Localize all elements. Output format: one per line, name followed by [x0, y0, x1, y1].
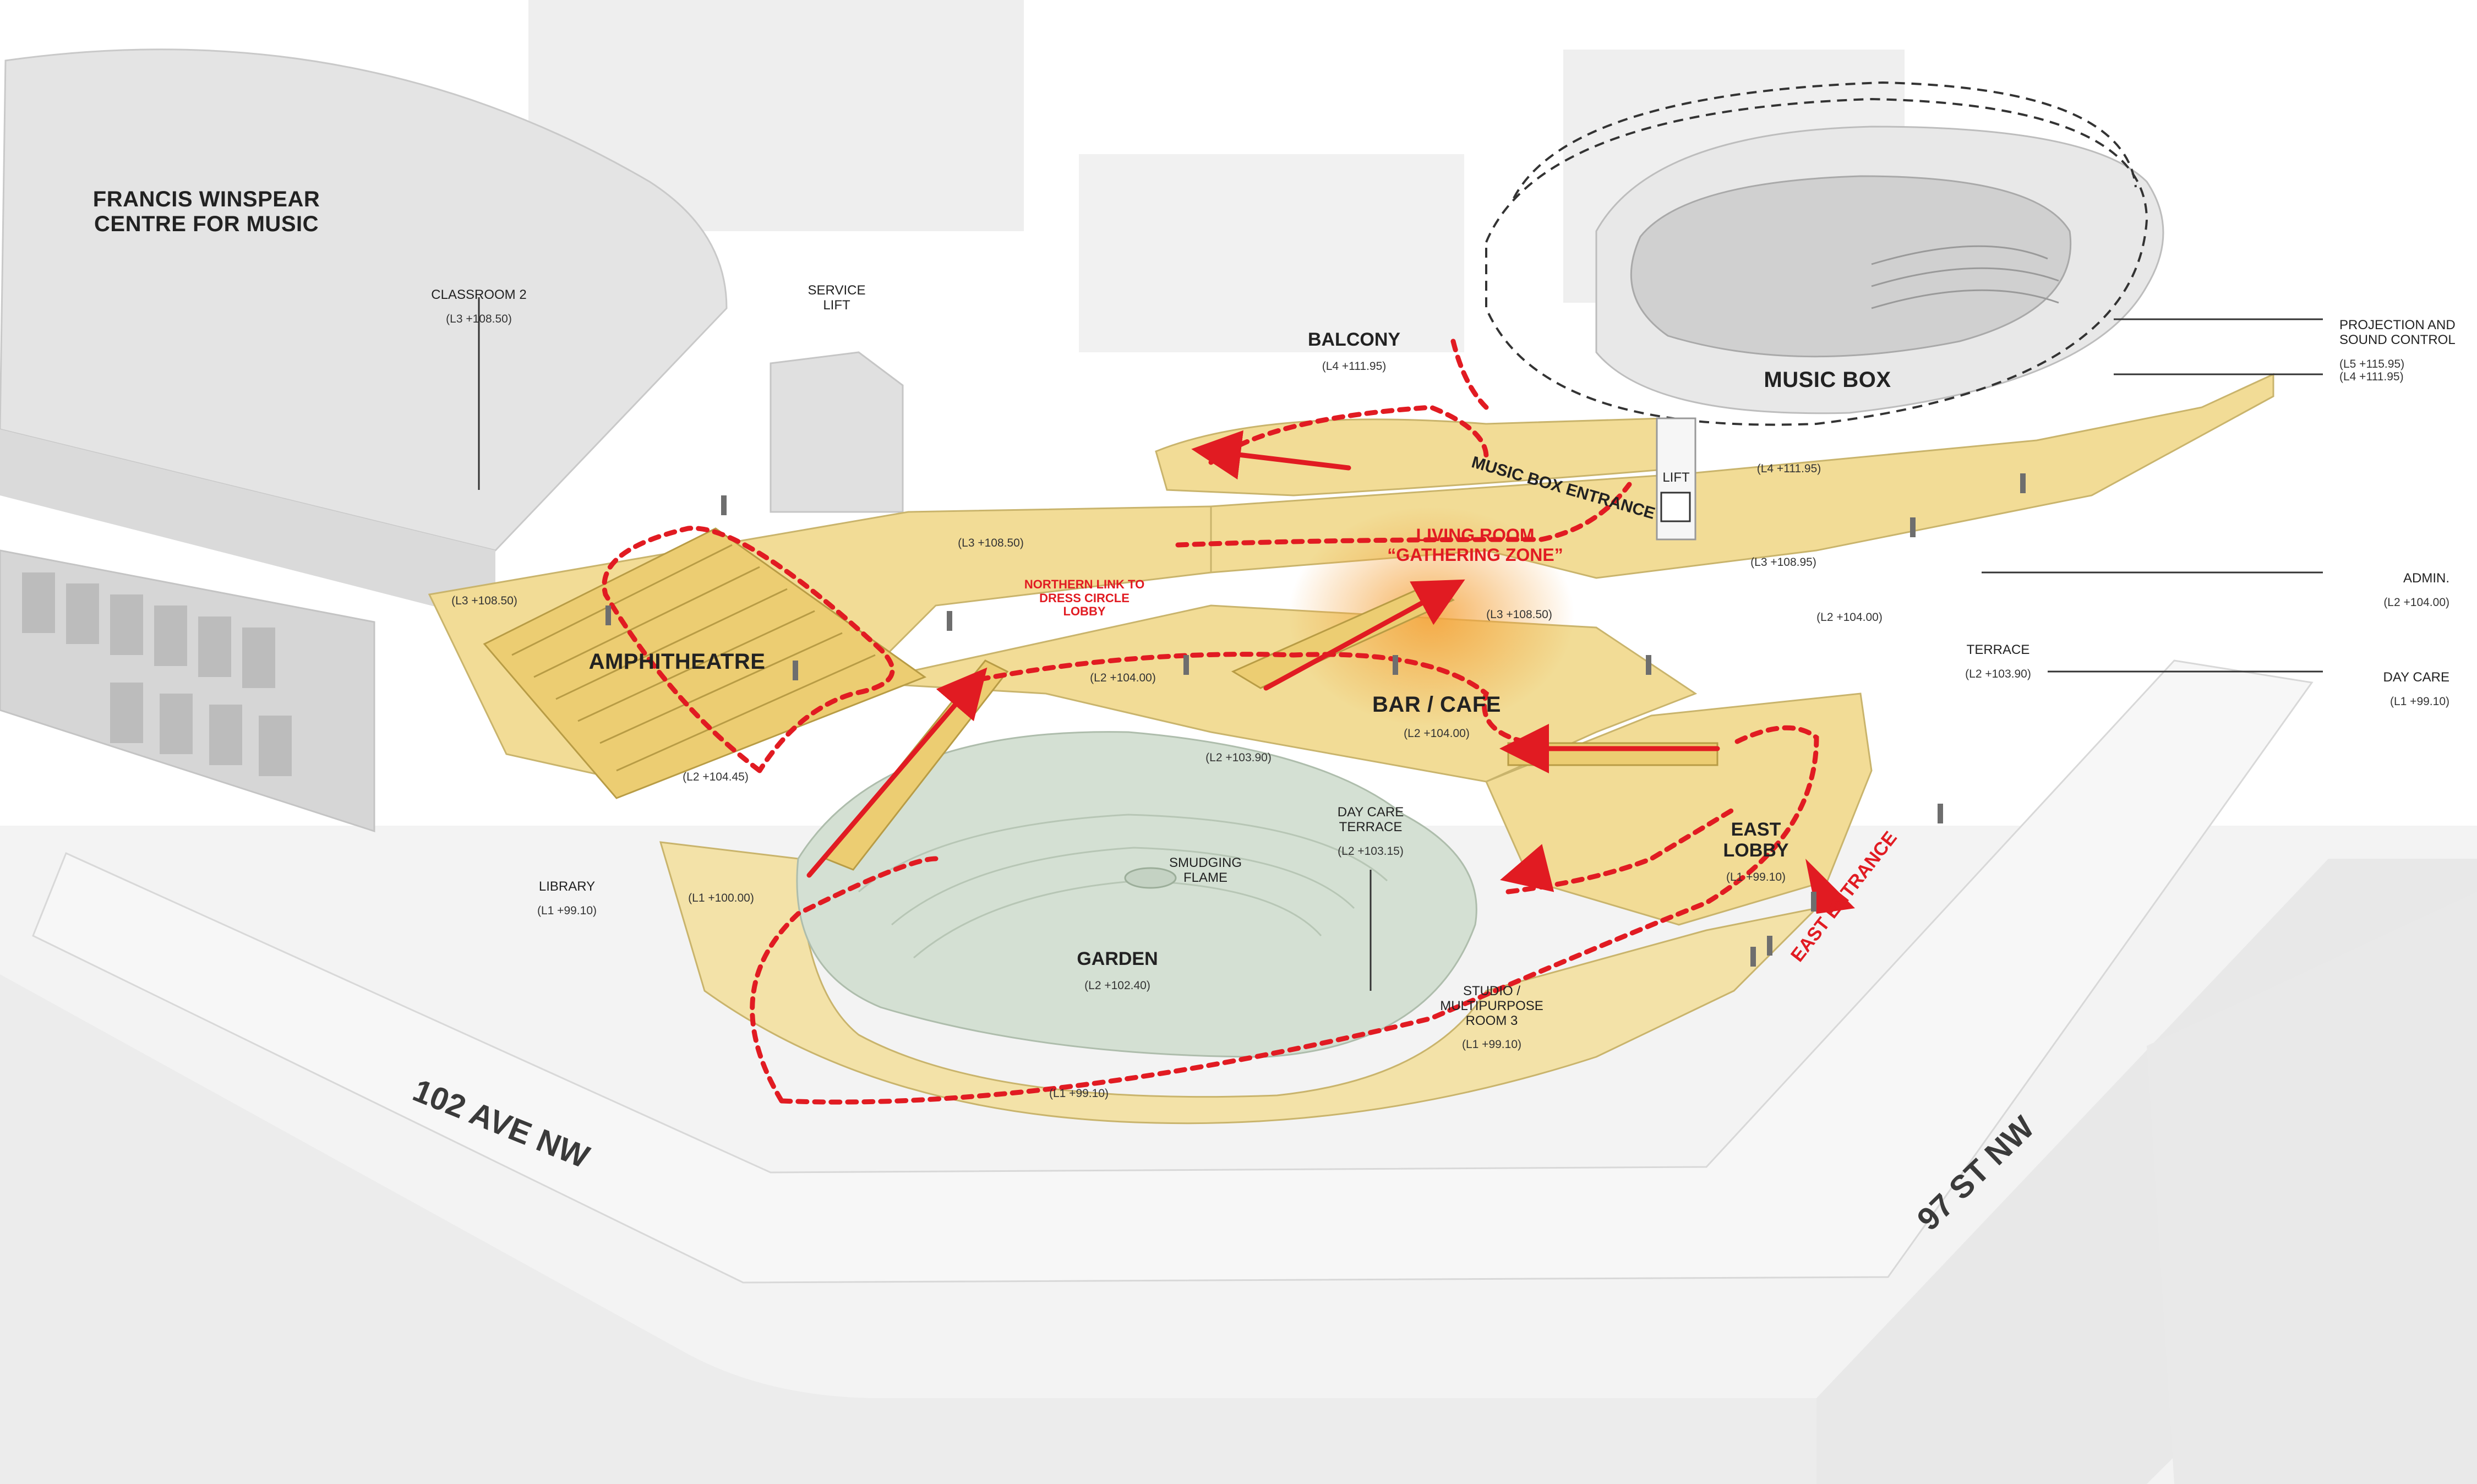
music-box-bowl [1630, 175, 2072, 358]
space-projection: PROJECTION AND SOUND CONTROL (L5 +115.95… [2339, 308, 2477, 394]
sidewalk [32, 659, 2314, 1284]
music-box-seating [1871, 245, 2059, 309]
space-level: (L1 +99.10) [1462, 1038, 1521, 1051]
level-mark: (L3 +108.50) [958, 537, 1024, 549]
level-mark: (L3 +108.95) [1750, 556, 1816, 569]
street-102-ave [0, 974, 1833, 1484]
space-studio: STUDIO / MULTIPURPOSE ROOM 3 (L1 +99.10) [1409, 974, 1574, 1061]
space-level: (L1 +99.10) [1726, 870, 1786, 883]
space-level: (L2 +104.00) [2383, 596, 2449, 609]
space-level: (L2 +103.90) [1965, 667, 2031, 680]
space-level: (L5 +115.95) (L4 +111.95) [2339, 357, 2405, 384]
space-level: (L4 +111.95) [1322, 359, 1387, 373]
space-name: BALCONY [1307, 329, 1401, 350]
space-garden: GARDEN (L2 +102.40) [1046, 939, 1189, 1002]
space-classroom2: CLASSROOM 2 (L3 +108.50) [396, 278, 561, 335]
level-mark: (L2 +104.00) [1816, 611, 1883, 624]
space-bar-cafe: BAR / CAFE (L2 +104.00) [1343, 683, 1530, 750]
space-level: (L1 +99.10) [2390, 695, 2449, 708]
people [605, 473, 2026, 967]
level-mark: (L1 +100.00) [688, 892, 754, 904]
circulation-arrows [806, 430, 1720, 892]
floor-l1-ring [659, 841, 1819, 1125]
space-level: (L3 +108.50) [446, 312, 512, 325]
winspear-podium [0, 549, 375, 833]
level-mark: (L3 +108.50) [1486, 608, 1552, 621]
space-level: (L2 +103.15) [1338, 844, 1404, 858]
space-name: DAY CARE [2383, 669, 2449, 685]
level-mark: (L1 +99.10) [1049, 1087, 1109, 1100]
amphitheatre-tiers [483, 527, 927, 799]
space-name: ADMIN. [2403, 570, 2449, 586]
winspear-wall [0, 429, 495, 622]
space-level: (L2 +104.00) [1404, 727, 1470, 740]
space-library: LIBRARY (L1 +99.10) [506, 870, 628, 927]
living-room-label: LIVING ROOM “GATHERING ZONE” [1387, 525, 1563, 565]
space-service-lift: SERVICE LIFT [808, 283, 866, 313]
space-balcony: BALCONY (L4 +111.95) [1277, 319, 1431, 383]
circulation-routes [602, 339, 1819, 1105]
space-day-care-terrace: DAY CARE TERRACE (L2 +103.15) [1310, 795, 1431, 868]
background-tower-3 [1079, 154, 1464, 352]
space-name: PROJECTION AND SOUND CONTROL [2339, 317, 2456, 347]
northern-link-label: NORTHERN LINK TO DRESS CIRCLE LOBBY [1024, 577, 1145, 619]
background-block-right [2147, 892, 2477, 1484]
music-box-dashed-outline-upper [1513, 81, 2137, 199]
lift-icon [1660, 492, 1691, 522]
level-mark: (L3 +108.50) [451, 594, 517, 607]
winspear-windows [22, 572, 292, 776]
leader-lines [478, 297, 2323, 991]
level-mark: (L2 +104.00) [1090, 672, 1156, 684]
level-amphitheatre: (L2 +104.45) [683, 771, 749, 783]
space-name: TERRACE [1966, 642, 2030, 657]
space-name: DAY CARE TERRACE [1337, 804, 1404, 834]
space-admin: ADMIN. (L2 +104.00) [2284, 561, 2449, 619]
space-day-care: DAY CARE (L1 +99.10) [2284, 661, 2449, 718]
space-level: (L2 +102.40) [1084, 979, 1150, 992]
space-music-box: MUSIC BOX [1764, 368, 1891, 392]
winspear-label: FRANCIS WINSPEAR CENTRE FOR MUSIC [92, 187, 320, 236]
smudging-flame-mark [1124, 867, 1177, 889]
space-lift: LIFT [1662, 470, 1690, 485]
service-lift-block [770, 351, 904, 513]
space-name: BAR / CAFE [1372, 692, 1501, 717]
space-name: STUDIO / MULTIPURPOSE ROOM 3 [1440, 983, 1543, 1028]
space-name: LIBRARY [538, 879, 596, 894]
music-box-dashed-outline [1485, 97, 2148, 426]
space-smudging: SMUDGING FLAME [1169, 855, 1242, 885]
space-name: CLASSROOM 2 [431, 287, 527, 302]
level-mark: (L2 +103.90) [1205, 751, 1272, 764]
level-mark: (L4 +111.95) [1756, 462, 1821, 475]
winspear-roof [0, 48, 728, 552]
space-name: EAST LOBBY [1723, 819, 1789, 861]
space-terrace: TERRACE (L2 +103.90) [1927, 633, 2070, 690]
amphitheatre-steps [511, 544, 876, 772]
east-entrance-arrow [1805, 859, 1855, 914]
space-name: GARDEN [1077, 948, 1158, 969]
space-amphitheatre: AMPHITHEATRE [588, 650, 766, 674]
space-level: (L1 +99.10) [537, 904, 597, 917]
garden-surface [796, 731, 1477, 1058]
space-east-lobby: EAST LOBBY (L1 +99.10) [1684, 809, 1827, 893]
